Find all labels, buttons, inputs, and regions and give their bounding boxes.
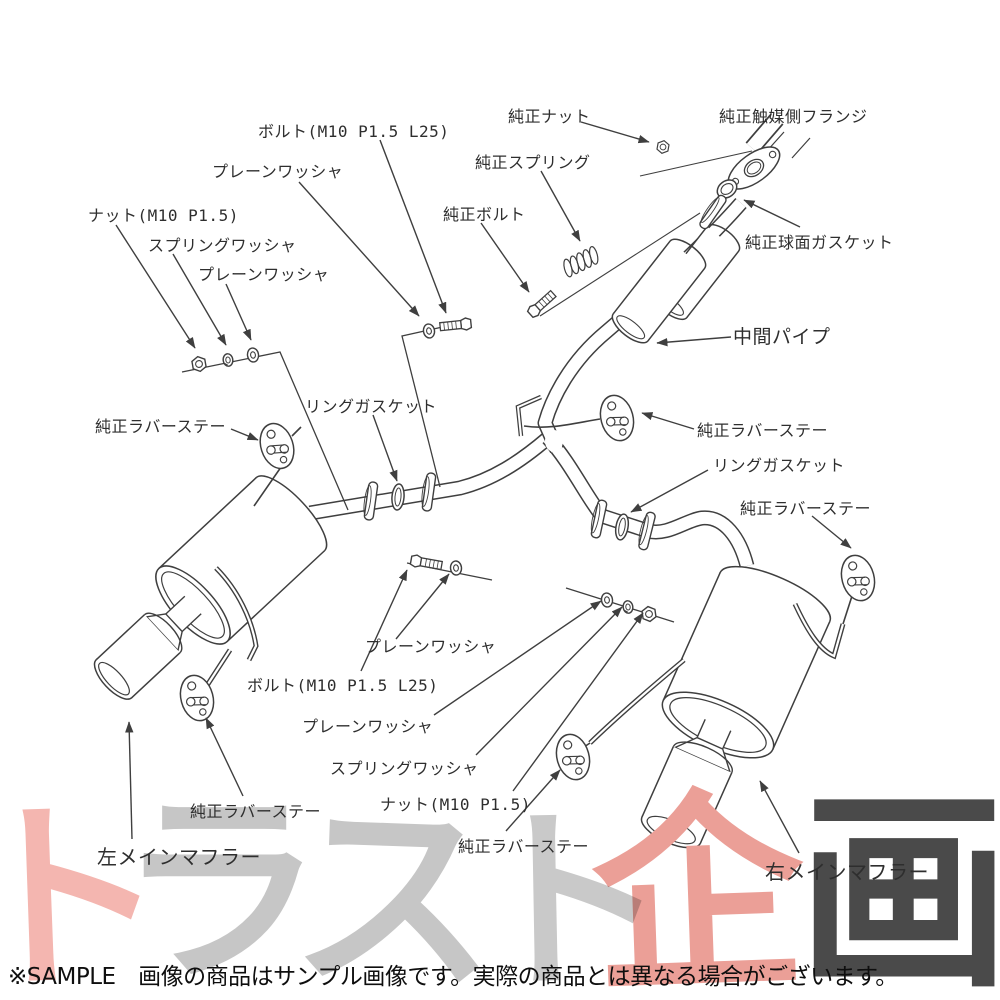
label-plain-washer-top2: プレーンワッシャ: [198, 265, 330, 284]
label-bolt-bottom: ボルト(M10 P1.5 L25): [247, 676, 439, 695]
label-oem-rubber-stay-right-top: 純正ラバーステー: [697, 421, 829, 440]
sample-disclaimer-text: ※SAMPLE 画像の商品はサンプル画像です。実際の商品とは異なる場合がございま…: [8, 964, 898, 990]
leader-lines: [115, 121, 852, 854]
hanger-rods: [198, 394, 853, 752]
label-plain-washer-top: プレーンワッシャ: [212, 162, 344, 181]
label-left-main-muffler: 左メインマフラー: [97, 845, 261, 869]
label-plain-washer-bottom2: プレーンワッシャ: [302, 717, 434, 736]
mid-pipe-resonators: [611, 223, 741, 344]
label-ring-gasket-left: リングガスケット: [305, 397, 438, 416]
label-oem-cat-flange: 純正触媒側フランジ: [719, 107, 868, 126]
oem-spherical-gasket-part: [716, 179, 738, 199]
label-oem-rubber-stay-bl: 純正ラバーステー: [190, 802, 322, 821]
label-plain-washer-bottom: プレーンワッシャ: [365, 637, 497, 656]
label-oem-spring: 純正スプリング: [475, 153, 591, 172]
label-oem-rubber-stay-right: 純正ラバーステー: [740, 499, 872, 518]
label-mid-pipe: 中間パイプ: [733, 326, 831, 348]
label-oem-bolt: 純正ボルト: [443, 205, 526, 224]
label-nut-bottom: ナット(M10 P1.5): [380, 795, 531, 814]
label-oem-rubber-stay-bm: 純正ラバーステー: [458, 837, 590, 856]
label-bolt-top: ボルト(M10 P1.5 L25): [258, 122, 450, 141]
label-spring-washer-bottom: スプリングワッシャ: [330, 759, 479, 778]
label-right-main-muffler: 右メインマフラー: [765, 860, 929, 884]
label-oem-spherical-gasket: 純正球面ガスケット: [745, 233, 894, 252]
oem-cat-flange-part: [639, 131, 811, 231]
right-main-muffler-part: [640, 565, 832, 849]
label-spring-washer-top: スプリングワッシャ: [148, 236, 297, 255]
label-ring-gasket-right: リングガスケット: [713, 456, 846, 475]
label-oem-rubber-stay-left: 純正ラバーステー: [95, 417, 227, 436]
label-oem-nut: 純正ナット: [508, 107, 591, 126]
fasteners: [181, 139, 701, 624]
left-main-muffler-part: [93, 475, 328, 700]
label-nut-top: ナット(M10 P1.5): [88, 206, 239, 225]
